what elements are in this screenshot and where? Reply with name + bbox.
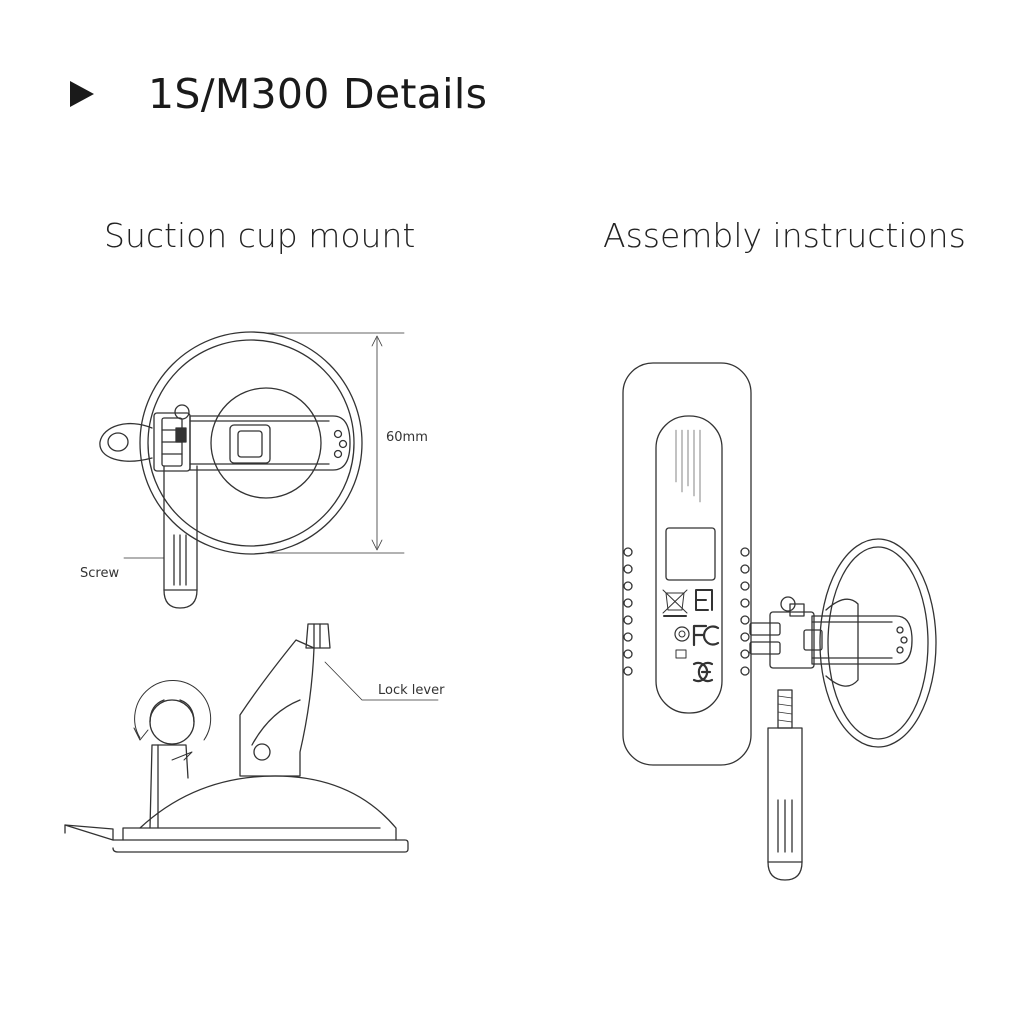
dimension-label-60mm: 60mm	[386, 430, 428, 445]
suction-cup-top-view	[99, 331, 405, 609]
eac-mark-icon	[695, 589, 713, 611]
fc-logo-icon	[692, 624, 720, 647]
triangle-bullet-icon	[70, 81, 94, 107]
ce-mark-icon	[692, 661, 714, 683]
section-title-assembly: Assembly instructions	[603, 216, 966, 255]
assembly-drawing	[622, 362, 937, 881]
section-title-suction-cup: Suction cup mount	[104, 216, 416, 255]
page-title: 1S/M300 Details	[148, 70, 488, 118]
suction-cup-side-view	[64, 623, 439, 853]
page-header: 1S/M300 Details	[70, 68, 487, 120]
lock-lever-label: Lock lever	[378, 683, 445, 698]
screw-label: Screw	[80, 566, 120, 581]
weee-bin-icon	[662, 589, 688, 617]
certification-circle-icon	[674, 626, 690, 659]
